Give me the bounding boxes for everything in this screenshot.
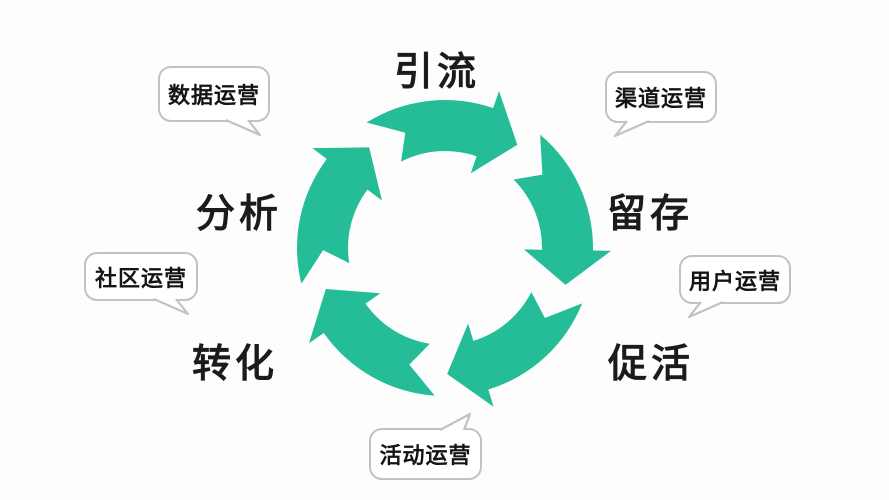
bubble-tail-icon (225, 117, 262, 137)
callout-label: 用户运营 (688, 269, 781, 295)
callout-activity-operations: 活动运营 (369, 412, 482, 480)
stage-label-activation: 促活 (608, 342, 695, 387)
bubble-tail-icon (439, 412, 472, 433)
stage-label-conversion: 转化 (192, 342, 279, 387)
callout-label: 社区运营 (94, 266, 187, 292)
bubble-tail-icon (613, 118, 650, 138)
callout-community-operations: 社区运营 (84, 252, 198, 316)
cycle-arrow (309, 289, 435, 396)
stage-label-traffic: 引流 (394, 50, 481, 95)
bubble-tail-icon (687, 299, 724, 319)
callout-label: 数据运营 (167, 84, 260, 109)
callout-label: 渠道运营 (614, 87, 707, 112)
callout-channel-operations: 渠道运营 (605, 71, 717, 138)
cycle-arrow (366, 91, 518, 174)
cycle-arrows-graphic (297, 91, 611, 407)
callout-label: 活动运营 (379, 444, 472, 469)
callout-data-operations: 数据运营 (158, 66, 270, 137)
stage-label-analysis: 分析 (196, 192, 283, 237)
bubble-tail-icon (153, 296, 190, 316)
callout-user-operations: 用户运营 (679, 255, 791, 319)
stage-label-retention: 留存 (607, 192, 694, 237)
cycle-arrow (513, 134, 611, 285)
cycle-arrow (297, 147, 382, 284)
cycle-arrow (447, 292, 583, 407)
